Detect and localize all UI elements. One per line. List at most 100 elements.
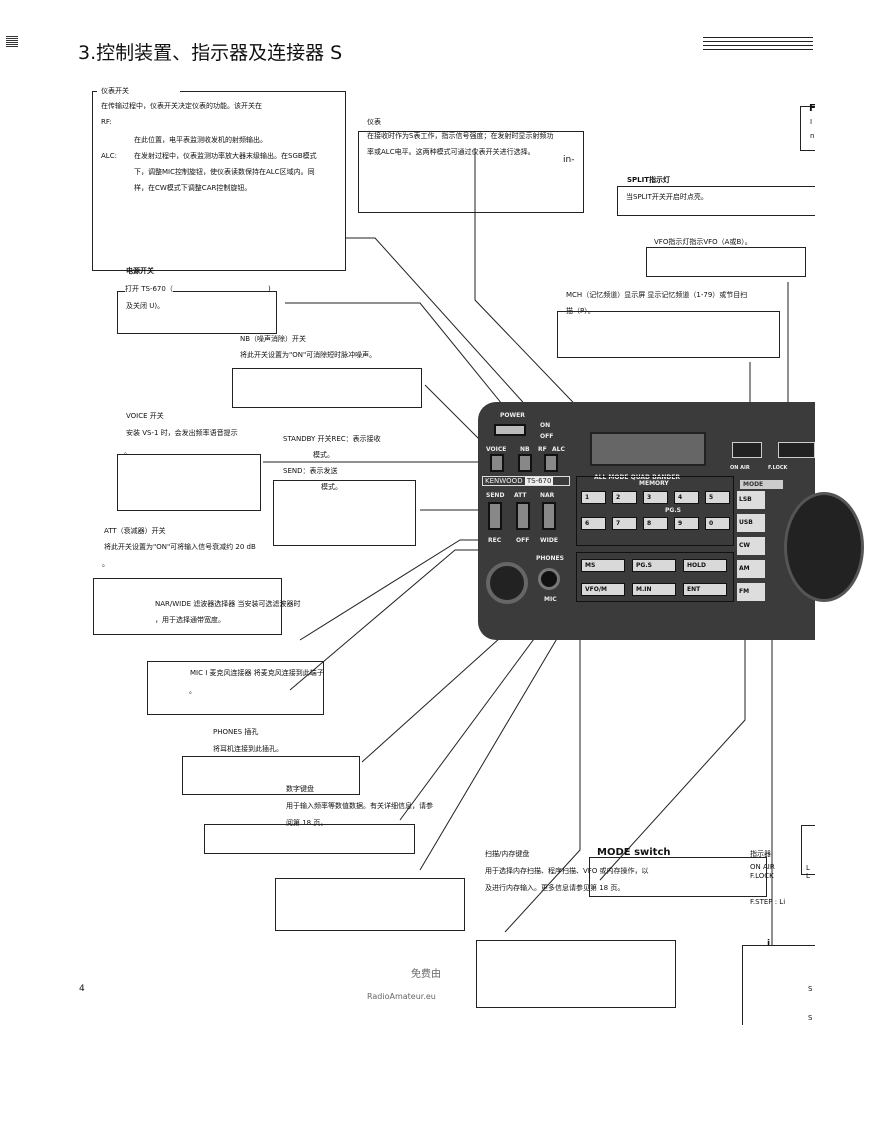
mic-connector[interactable] — [486, 562, 528, 604]
fragment-text: L — [806, 864, 810, 872]
phones-jack[interactable] — [538, 568, 560, 590]
split-title: SPLIT指示灯 — [627, 176, 671, 184]
att-title: ATT（衰减器）开关 — [104, 527, 166, 535]
pgs-label: PG.S — [665, 507, 681, 514]
scan-text: 用于选择内存扫描、程序扫描、VFO 或内存操作，以 — [485, 867, 649, 875]
page-number: 4 — [79, 984, 85, 994]
pgs-key[interactable]: PG.S — [632, 559, 676, 572]
voice-label: VOICE — [486, 446, 507, 453]
meter-box — [358, 131, 584, 213]
fragment-text: F — [809, 103, 816, 114]
alc-label: ALC — [552, 446, 565, 453]
indicator-f-step: F.STEP : Li — [750, 898, 786, 906]
voice-text: 安装 VS-1 时，会发出频率语音提示 — [126, 429, 238, 437]
scan-text: 及进行内存输入。更多信息请参见第 18 页。 — [485, 884, 625, 892]
indicator-f-lock: F.LOCK — [750, 872, 774, 880]
narwide-box — [93, 578, 282, 635]
phones-label: PHONES — [536, 555, 564, 562]
standby-text: SEND：表示发送 — [283, 467, 338, 475]
voice-switch[interactable] — [490, 454, 504, 472]
vfo-box — [646, 247, 806, 277]
indicator-fragment: i — [767, 939, 771, 949]
standby-box — [273, 480, 416, 546]
digit-key[interactable]: 0 — [705, 517, 730, 530]
mch-box — [557, 311, 780, 358]
banner-label: ALL MODE QUAD BANDER — [594, 474, 681, 481]
mode-lsb-button[interactable]: LSB — [737, 491, 765, 509]
standby-text: 模式。 — [313, 451, 334, 459]
send-label: SEND — [486, 492, 505, 499]
keypad-text: 阅第 18 页。 — [286, 819, 328, 827]
alc-text: 样，在CW模式下调整CAR控制旋钮。 — [134, 184, 252, 192]
mic-text: MIC I 麦克风连接器 将麦克风连接到此端子 — [190, 669, 324, 677]
power-button[interactable] — [494, 424, 526, 436]
rf-text: 在此位置，电平表监测收发机的射频输出。 — [134, 136, 267, 144]
footer-text: 免费由 — [411, 969, 441, 980]
digit-key[interactable]: 8 — [643, 517, 668, 530]
standby-switch[interactable] — [488, 502, 502, 530]
fragment-text: I — [810, 118, 813, 126]
meter-switch-box — [92, 91, 346, 271]
nar-wide-switch[interactable] — [542, 502, 556, 530]
alc-text: 下，调整MIC控制旋钮，使仪表读数保持在ALC区域内。同 — [134, 168, 315, 176]
keypad-title: 数字键盘 — [286, 785, 314, 793]
standby-text: 模式。 — [321, 483, 342, 491]
footer-link[interactable]: RadioAmateur.eu — [367, 992, 436, 1001]
voice-title: VOICE 开关 — [126, 412, 164, 420]
digit-key[interactable]: 6 — [581, 517, 606, 530]
main-dial[interactable] — [784, 492, 864, 602]
mode-usb-button[interactable]: USB — [737, 514, 765, 532]
nb-switch[interactable] — [518, 454, 532, 472]
meter-switch-title: 仪表开关 — [101, 87, 129, 95]
nb-box — [232, 368, 422, 408]
off-label: OFF — [540, 433, 554, 440]
keypad-box — [204, 824, 415, 854]
digit-key[interactable]: 4 — [674, 491, 699, 504]
digit-key[interactable]: 3 — [643, 491, 668, 504]
scan-box — [476, 940, 676, 1008]
mode-am-button[interactable]: AM — [737, 560, 765, 578]
fragment-text: n — [810, 132, 815, 140]
split-text: 当SPLIT开关开启时点亮。 — [626, 193, 708, 201]
indicators-title: 指示器 — [750, 850, 771, 858]
fragment-text: L — [806, 872, 810, 880]
ms-key[interactable]: MS — [581, 559, 625, 572]
att-switch[interactable] — [516, 502, 530, 530]
vfo-m-key[interactable]: VFO/M — [581, 583, 625, 596]
mic-dot: 。 — [189, 687, 196, 695]
digit-key[interactable]: 5 — [705, 491, 730, 504]
mode-box — [589, 857, 767, 897]
mic-box — [147, 661, 324, 715]
digit-key[interactable]: 7 — [612, 517, 637, 530]
power-paren: ) — [268, 285, 271, 293]
ent-key[interactable]: ENT — [683, 583, 727, 596]
voice-dot: 。 — [124, 448, 131, 456]
power-text: 及关闭 U)。 — [126, 302, 165, 310]
narwide-text: NAR/WIDE 滤波器选择器 当安装可选滤波器时 — [155, 600, 301, 608]
vfo-text: VFO指示灯指示VFO（A或B）。 — [654, 238, 752, 246]
nb-text: 将此开关设置为"ON"可消除短时脉冲噪声。 — [240, 351, 377, 359]
indicator-on-air: ON AIR — [750, 863, 775, 871]
scan-title: 扫描/内存键盘 — [485, 850, 530, 858]
phones-title: PHONES 插孔 — [213, 728, 259, 736]
keypad-text: 用于输入频率等数值数据。有关详细信息，请参 — [286, 802, 433, 810]
att-dot: 。 — [102, 560, 109, 568]
digit-key[interactable]: 1 — [581, 491, 606, 504]
m-in-key[interactable]: M.IN — [632, 583, 676, 596]
att-label: ATT — [514, 492, 527, 499]
digit-key[interactable]: 9 — [674, 517, 699, 530]
hold-key[interactable]: HOLD — [683, 559, 727, 572]
meter-text: 率或ALC电平。这两种模式可通过仪表开关进行选择。 — [367, 148, 535, 156]
s-meter — [590, 432, 706, 466]
mode-fm-button[interactable]: FM — [737, 583, 765, 601]
f-lock-indicator: F.LOCK — [768, 465, 788, 471]
menu-icon — [6, 36, 18, 48]
page-title: 3.控制装置、指示器及连接器 S — [78, 42, 343, 64]
meter-switch[interactable] — [544, 454, 558, 472]
nb-label: NB — [520, 446, 530, 453]
mic-label: MIC — [544, 596, 557, 603]
digit-key[interactable]: 2 — [612, 491, 637, 504]
mode-cw-button[interactable]: CW — [737, 537, 765, 555]
mch-text: MCH（记忆频道）显示屏 显示记忆频道（1-79）或节目扫 — [566, 291, 748, 299]
